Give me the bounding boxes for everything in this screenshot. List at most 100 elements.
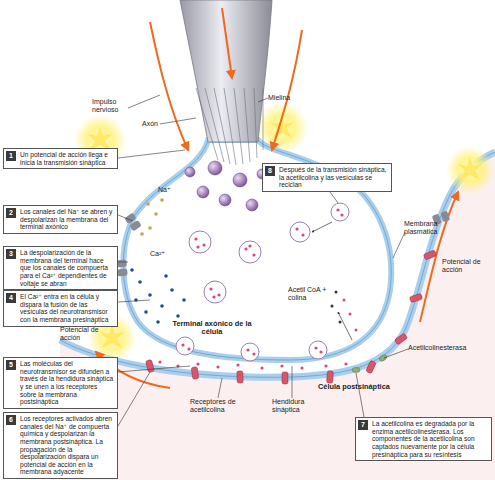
ion — [170, 288, 174, 292]
myelin-lines — [196, 88, 263, 165]
molecule — [349, 313, 352, 316]
ion — [146, 202, 150, 206]
impulse-arrow — [272, 30, 302, 150]
myelin-line — [244, 88, 250, 162]
callout-box: 4El Ca²⁺ entra en la célula y dispara la… — [3, 290, 118, 327]
callout-number: 7 — [358, 420, 368, 430]
leader-line — [118, 300, 150, 302]
vesicle — [189, 231, 211, 253]
vesicle-cluster — [185, 161, 267, 211]
callout-text: Las moléculas del neurotransmisor se dif… — [20, 360, 114, 406]
ion — [134, 298, 138, 302]
molecule — [331, 305, 334, 308]
myelin-line — [234, 88, 243, 164]
part-label: Mielina — [268, 94, 308, 102]
axon-terminal — [123, 140, 391, 360]
ion-label: Na⁺ — [158, 186, 178, 194]
molecule — [246, 348, 249, 351]
leader-line — [118, 262, 128, 263]
myelin-line — [224, 88, 236, 165]
recycle-arrow — [312, 222, 332, 232]
ion — [182, 298, 186, 302]
molecule — [324, 364, 327, 367]
vesicle — [219, 194, 231, 206]
ion — [160, 304, 164, 308]
leader-line — [118, 215, 133, 221]
molecule — [196, 245, 199, 248]
callout-number: 5 — [6, 360, 16, 370]
molecule — [260, 366, 263, 369]
part-label: Membrana plasmática — [404, 220, 454, 236]
leader-line — [292, 366, 293, 398]
acetylcholine-vesicles — [176, 203, 349, 361]
molecule — [244, 247, 247, 250]
molecule — [187, 347, 190, 350]
sodium-ions — [140, 198, 164, 236]
fusing-vesicle — [176, 337, 194, 355]
leader-lines — [118, 95, 408, 426]
callout-number: 2 — [6, 208, 16, 218]
molecule — [295, 227, 298, 230]
callout-text: Los canales del Na⁺ se abren y despolari… — [20, 208, 114, 231]
callout-text: Los receptores activados abren canales d… — [20, 415, 114, 476]
callout-box: 8 Después de la transmisión sináptica, la… — [262, 163, 392, 192]
callout-number: 4 — [6, 293, 16, 303]
part-label: Hendidura sináptica — [272, 398, 324, 414]
callout-number: 3 — [6, 249, 16, 259]
leader-line — [393, 232, 405, 258]
molecule — [217, 293, 220, 296]
leader-line — [258, 98, 268, 102]
callout-number: 6 — [6, 415, 16, 425]
callout-box: 3La despolarización de la membrana del t… — [3, 246, 118, 290]
callout-box: 2 Los canales del Na⁺ se abren y despolar… — [3, 205, 118, 234]
impulse-arrow — [222, 8, 232, 78]
receptor — [327, 371, 334, 383]
molecule — [209, 287, 212, 290]
receptor — [394, 333, 407, 345]
callout-number: 8 — [265, 166, 275, 176]
callout-box: 5 Las moléculas del neurotransmisor se di… — [3, 357, 118, 409]
enzyme — [352, 368, 360, 373]
molecule — [300, 366, 303, 369]
ion — [154, 212, 158, 216]
ion — [130, 268, 134, 272]
molecule — [319, 350, 322, 353]
ion — [148, 226, 152, 230]
molecule — [340, 213, 343, 216]
ion — [138, 280, 142, 284]
channel-half — [117, 269, 128, 277]
molecule — [336, 208, 339, 211]
vesicle — [233, 173, 247, 187]
part-label: Receptores de acetilcolina — [190, 398, 250, 414]
acetylcholine-dots — [158, 208, 347, 369]
impulse-arrow — [420, 192, 458, 322]
molecule — [343, 299, 346, 302]
part-label: Célula postsináptica — [318, 383, 408, 391]
presynaptic-membrane — [123, 140, 391, 360]
leader-line — [118, 150, 185, 158]
signal-label: Impulso nervioso — [92, 98, 130, 114]
molecule — [252, 352, 255, 355]
myelin-line — [196, 88, 218, 160]
molecule — [212, 295, 215, 298]
callout-text: Después de la transmisión sináptica, la … — [279, 166, 388, 189]
molecule-label: Acetil CoA + colina — [288, 286, 330, 302]
signal-label: Potencial de acción — [442, 258, 492, 274]
molecule — [335, 291, 338, 294]
acetylcholine-receptors — [146, 250, 437, 384]
molecule — [252, 253, 255, 256]
vesicle — [208, 161, 222, 175]
molecule — [339, 321, 342, 324]
ion — [140, 232, 144, 236]
recycled-vesicle — [331, 203, 349, 221]
myelin-line — [263, 88, 264, 150]
part-label: Terminal axónico de la célula — [170, 320, 254, 337]
leader-line — [218, 378, 222, 398]
myelin-line — [205, 88, 224, 162]
callout-box: 7 La acetilcolina es degradada por la enz… — [355, 417, 492, 461]
leader-line — [118, 372, 150, 426]
callout-box: 1Un potencial de acción llega e inicia l… — [3, 148, 118, 169]
callout-text: La acetilcolina es degradada por la enzi… — [372, 420, 488, 458]
ion — [160, 198, 164, 202]
molecule — [216, 365, 219, 368]
